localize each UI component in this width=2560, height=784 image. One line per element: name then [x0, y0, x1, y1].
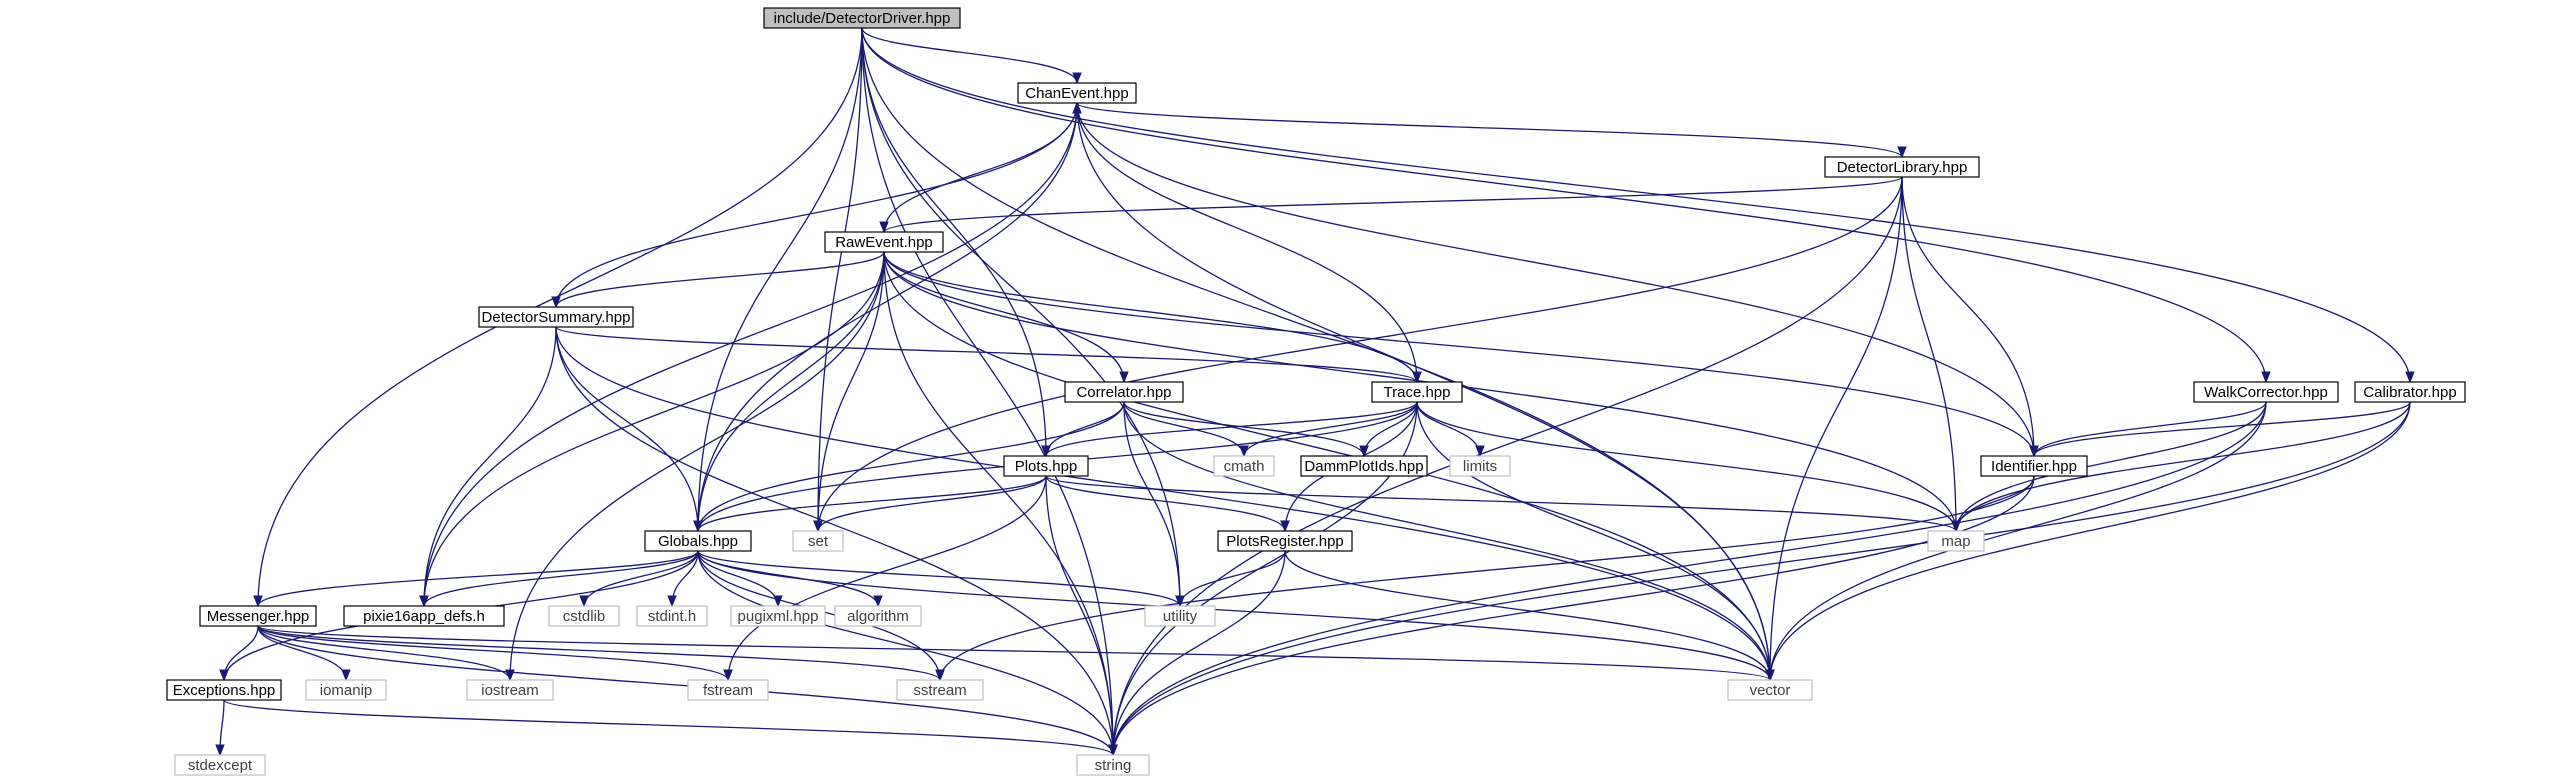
node-pixie16app-defs[interactable]: pixie16app_defs.h [343, 605, 505, 627]
node-walkcorrector[interactable]: WalkCorrector.hpp [2193, 381, 2339, 403]
edge-detectordriver-to-calibrator [861, 27, 2415, 384]
node-label-stdexcept: stdexcept [188, 757, 253, 774]
node-rawevent[interactable]: RawEvent.hpp [824, 231, 944, 253]
edge-exceptions-to-string [223, 699, 1118, 757]
node-label-vector: vector [1750, 682, 1791, 699]
node-chanevent[interactable]: ChanEvent.hpp [1017, 82, 1137, 104]
node-cstdlib: cstdlib [548, 605, 620, 627]
edge-messenger-to-iomanip [257, 625, 351, 682]
node-label-plots: Plots.hpp [1015, 458, 1078, 475]
node-label-detectordriver: include/DetectorDriver.hpp [774, 10, 951, 27]
node-label-pixie16app-defs: pixie16app_defs.h [363, 608, 485, 625]
node-label-map: map [1941, 533, 1970, 550]
node-correlator[interactable]: Correlator.hpp [1064, 381, 1184, 403]
node-label-detectorlibrary: DetectorLibrary.hpp [1837, 159, 1968, 176]
node-dammplotids[interactable]: DammPlotIds.hpp [1300, 455, 1428, 477]
edge-globals-to-utility [697, 550, 1185, 608]
node-label-set: set [808, 533, 829, 550]
node-label-iomanip: iomanip [320, 682, 373, 699]
edge-trace-to-cmath [1239, 401, 1418, 458]
node-label-cstdlib: cstdlib [563, 608, 606, 625]
node-label-sstream: sstream [913, 682, 966, 699]
node-label-rawevent: RawEvent.hpp [835, 234, 933, 251]
edge-calibrator-to-identifier [2029, 401, 2411, 458]
node-label-trace: Trace.hpp [1384, 384, 1451, 401]
edge-detectorsummary-to-chanevent [555, 101, 1082, 308]
edge-globals-to-stdint [667, 550, 699, 608]
node-stdexcept: stdexcept [174, 754, 266, 776]
edge-trace-to-plots [1041, 401, 1418, 458]
node-label-correlator: Correlator.hpp [1076, 384, 1171, 401]
node-label-limits: limits [1463, 458, 1497, 475]
node-label-exceptions: Exceptions.hpp [173, 682, 276, 699]
node-string: string [1076, 754, 1150, 776]
node-trace[interactable]: Trace.hpp [1371, 381, 1463, 403]
edge-exceptions-to-stdexcept [215, 699, 225, 757]
edge-detectorsummary-to-trace [555, 326, 1422, 384]
node-label-algorithm: algorithm [847, 608, 909, 625]
node-exceptions[interactable]: Exceptions.hpp [166, 679, 282, 701]
node-label-cmath: cmath [1224, 458, 1265, 475]
node-label-detectorsummary: DetectorSummary.hpp [482, 309, 631, 326]
node-algorithm: algorithm [834, 605, 922, 627]
edge-chanevent-to-detectorlibrary [1076, 102, 1907, 159]
edge-detectordriver-to-chanevent [861, 27, 1082, 85]
edge-plots-to-set [813, 475, 1047, 533]
node-utility: utility [1144, 605, 1216, 627]
node-label-calibrator: Calibrator.hpp [2363, 384, 2456, 401]
edge-globals-to-pixie16app-defs [419, 550, 699, 608]
node-label-identifier: Identifier.hpp [1991, 458, 2077, 475]
node-label-messenger: Messenger.hpp [207, 608, 310, 625]
graph-nodes: include/DetectorDriver.hppChanEvent.hppD… [166, 7, 2466, 776]
node-label-globals: Globals.hpp [658, 533, 738, 550]
node-detectorlibrary[interactable]: DetectorLibrary.hpp [1824, 156, 1980, 178]
node-label-fstream: fstream [703, 682, 753, 699]
node-calibrator[interactable]: Calibrator.hpp [2354, 381, 2466, 403]
node-label-pugixml: pugixml.hpp [738, 608, 819, 625]
edge-messenger-to-fstream [257, 625, 733, 682]
edge-plots-to-globals [693, 475, 1047, 533]
node-iomanip: iomanip [305, 679, 387, 701]
node-detectordriver[interactable]: include/DetectorDriver.hpp [763, 7, 961, 29]
edge-messenger-to-exceptions [219, 625, 259, 682]
node-label-chanevent: ChanEvent.hpp [1025, 85, 1128, 102]
node-pugixml: pugixml.hpp [730, 605, 826, 627]
node-set: set [792, 530, 844, 552]
node-label-string: string [1095, 757, 1132, 774]
edge-globals-to-messenger [253, 550, 699, 608]
node-messenger[interactable]: Messenger.hpp [199, 605, 317, 627]
node-map: map [1927, 530, 1985, 552]
node-label-plotsregister: PlotsRegister.hpp [1226, 533, 1344, 550]
edge-trace-to-dammplotids [1359, 401, 1418, 458]
dependency-edges [215, 27, 2415, 757]
node-iostream: iostream [466, 679, 554, 701]
node-plots[interactable]: Plots.hpp [1003, 455, 1089, 477]
node-limits: limits [1449, 455, 1511, 477]
node-label-walkcorrector: WalkCorrector.hpp [2204, 384, 2328, 401]
edge-detectordriver-to-walkcorrector [861, 27, 2271, 384]
node-identifier[interactable]: Identifier.hpp [1980, 455, 2088, 477]
node-globals[interactable]: Globals.hpp [644, 530, 752, 552]
node-label-iostream: iostream [481, 682, 539, 699]
node-vector: vector [1727, 679, 1813, 701]
node-label-dammplotids: DammPlotIds.hpp [1304, 458, 1423, 475]
node-stdint: stdint.h [636, 605, 708, 627]
node-cmath: cmath [1213, 455, 1275, 477]
edge-messenger-to-sstream [257, 625, 945, 682]
node-label-utility: utility [1163, 608, 1198, 625]
node-sstream: sstream [896, 679, 984, 701]
edge-plots-to-plotsregister [1045, 475, 1290, 533]
edge-globals-to-cstdlib [579, 550, 699, 608]
node-label-stdint: stdint.h [648, 608, 696, 625]
node-plotsregister[interactable]: PlotsRegister.hpp [1217, 530, 1353, 552]
edge-messenger-to-vector [257, 625, 1775, 682]
node-fstream: fstream [687, 679, 769, 701]
node-detectorsummary[interactable]: DetectorSummary.hpp [478, 306, 634, 328]
